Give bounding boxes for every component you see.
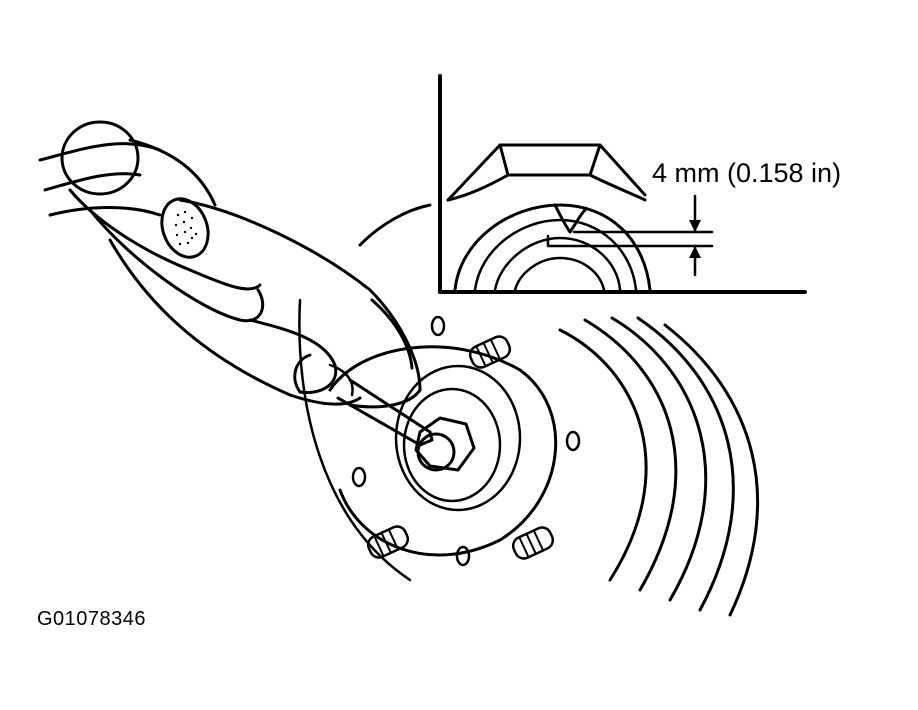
dimension-label: 4 mm (0.158 in) — [652, 158, 842, 188]
hammer-icon — [60, 120, 264, 323]
brake-rotor-icon — [298, 203, 759, 617]
hand-icon — [38, 142, 422, 409]
lock-nut-icon — [414, 416, 476, 472]
dimension-arrows-icon — [689, 194, 701, 277]
figure-id-label: G01078346 — [37, 608, 147, 630]
wheel-stud-icon — [366, 335, 555, 560]
staked-nut-detail-inset — [438, 74, 807, 294]
